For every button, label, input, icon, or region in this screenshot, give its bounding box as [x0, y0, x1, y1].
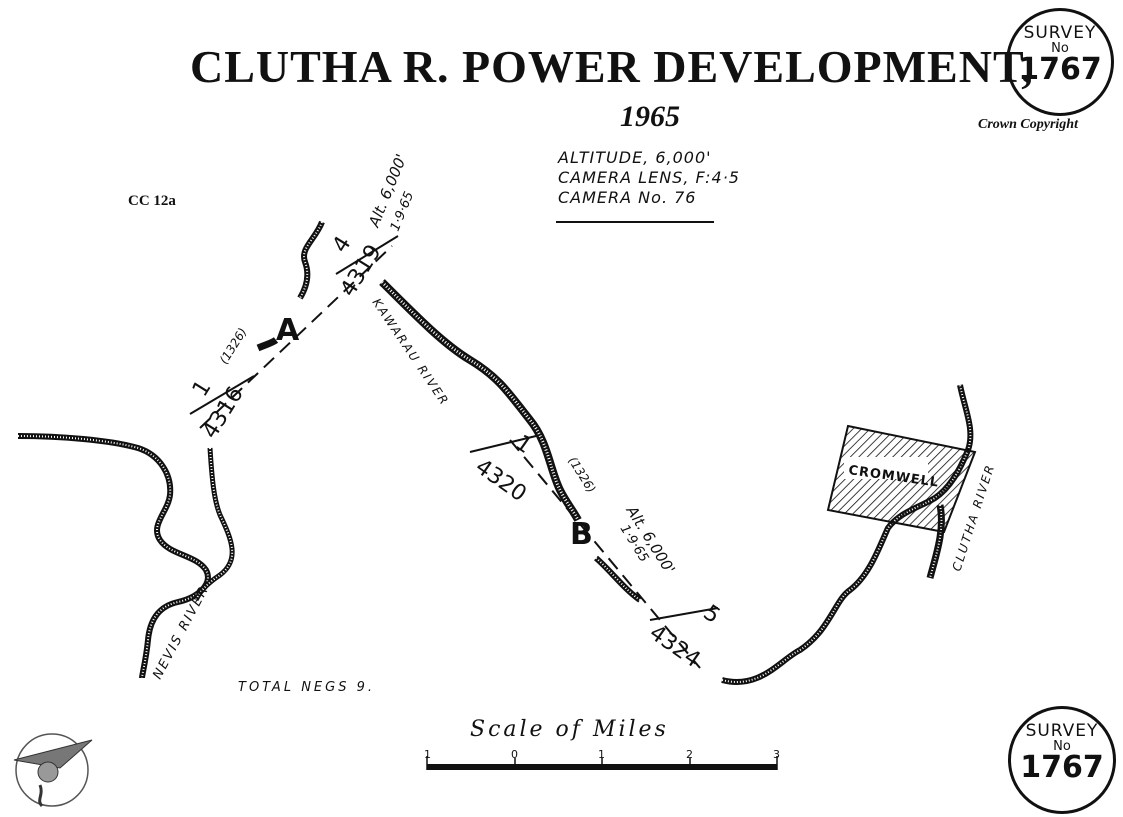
run-b-start-frame: 1	[511, 430, 537, 459]
nz-aerial-mapping-logo	[13, 733, 93, 808]
map-year: 1965	[620, 100, 680, 133]
upper-river-segment	[256, 220, 325, 352]
run-a-ref: (1326)	[217, 325, 250, 366]
camera-lens-text: CAMERA LENS, F:4·5	[558, 168, 740, 187]
scale-tick-label: 1	[598, 748, 605, 761]
run-b-start-neg: 4320	[471, 454, 531, 507]
flight-info: ALTITUDE, 6,000' CAMERA LENS, F:4·5 CAME…	[558, 148, 740, 208]
run-a-start-frame: 1	[188, 376, 217, 401]
scale-title: Scale of Miles	[470, 717, 669, 742]
nevis-river-label: NEVIS RIVER	[150, 583, 212, 682]
scale-tick-label: 0	[511, 748, 518, 761]
scale-tick-label: 2	[686, 748, 693, 761]
altitude-text: ALTITUDE, 6,000'	[558, 148, 712, 167]
scale-tick-label: 1	[424, 748, 431, 761]
total-negatives: TOTAL NEGS 9.	[238, 680, 375, 695]
run-a-label: A	[276, 313, 300, 348]
sheet-id: CC 12a	[128, 193, 176, 209]
map-title: CLUTHA R. POWER DEVELOPMENT,	[190, 41, 1034, 92]
run-b-end-frame: 5	[699, 600, 725, 629]
run-b-ref: (1326)	[565, 454, 598, 495]
seal-number: 1767	[1020, 750, 1104, 785]
seal-survey-label: SURVEY	[1025, 721, 1099, 741]
nevis-river	[17, 433, 235, 679]
survey-seal-top: SURVEY No 1767	[1006, 8, 1114, 116]
flight-info-underline	[556, 221, 714, 223]
cromwell-label-bg	[844, 457, 928, 479]
seal-no-label: No	[1051, 41, 1069, 56]
run-a-end-frame: 4	[328, 232, 357, 257]
seal-survey-label: SURVEY	[1023, 23, 1097, 43]
flight-run-a	[189, 235, 399, 429]
scale-bar	[426, 756, 778, 770]
camera-number-text: CAMERA No. 76	[558, 188, 697, 207]
run-b-end-neg: 4324	[645, 620, 705, 673]
run-b-label: B	[570, 517, 593, 552]
scale-tick-label: 3	[773, 748, 780, 761]
flight-run-b	[469, 435, 719, 669]
seal-no-label: No	[1053, 739, 1071, 754]
crown-copyright: Crown Copyright	[978, 117, 1078, 132]
seal-number: 1767	[1018, 52, 1102, 87]
survey-seal-bottom: SURVEY No 1767	[1008, 706, 1116, 814]
kawarau-river	[379, 279, 642, 603]
